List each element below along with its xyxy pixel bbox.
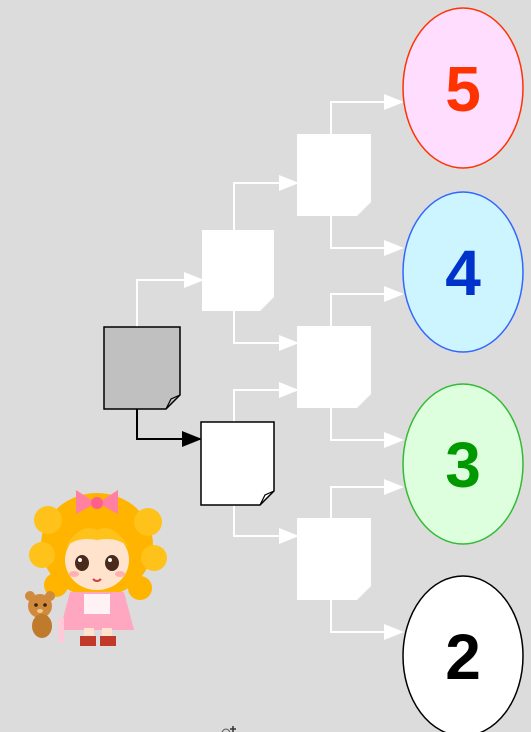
connector-upper-to-middle	[234, 311, 297, 343]
connector-lower-to-bottom	[234, 505, 297, 536]
outcomes: 5 4 3 2	[403, 8, 523, 732]
connector-root-to-upper	[137, 280, 202, 327]
outcome-4-label: 4	[445, 237, 481, 309]
node-bottom	[297, 518, 371, 600]
node-top	[297, 134, 371, 216]
connector-bottom-to-3	[331, 487, 402, 518]
node-lower-active	[201, 422, 274, 505]
connector-top-to-4	[331, 216, 402, 248]
connector-middle-to-3	[331, 408, 402, 440]
outcome-5-label: 5	[445, 53, 481, 125]
node-middle	[297, 326, 371, 408]
outcome-3-label: 3	[445, 429, 481, 501]
connector-root-to-lower-active	[137, 409, 200, 439]
outcome-2-label: 2	[445, 621, 481, 693]
node-root	[104, 327, 180, 409]
girl-with-teddy-bear-illustration	[25, 490, 167, 646]
connector-lower-to-middle	[234, 390, 297, 422]
connector-middle-to-4	[331, 294, 402, 326]
pointer-icon	[222, 726, 236, 732]
connector-bottom-to-2	[331, 600, 402, 632]
connector-top-to-5	[331, 102, 402, 134]
node-upper	[202, 230, 274, 311]
connector-upper-to-top	[234, 183, 297, 230]
